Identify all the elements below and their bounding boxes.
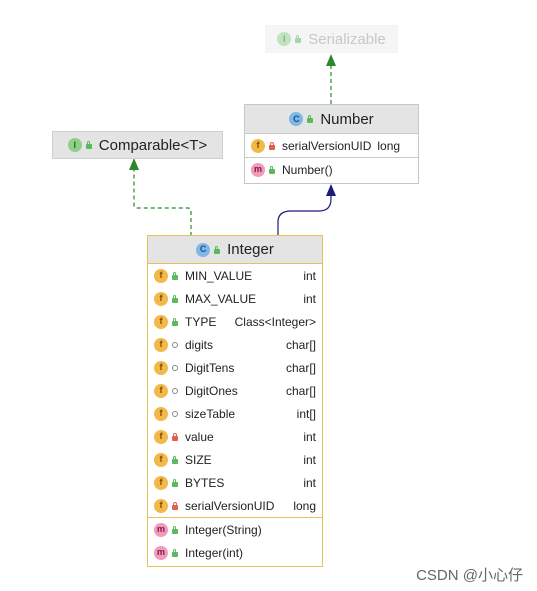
serializable-node[interactable]: I Serializable xyxy=(265,25,398,53)
comparable-node[interactable]: I Comparable<T> xyxy=(52,131,223,159)
field-name: SIZE xyxy=(185,452,212,467)
integer-field-row[interactable]: f DigitTens char[] xyxy=(148,356,322,379)
field-icon: f xyxy=(154,291,168,306)
field-name: sizeTable xyxy=(185,406,236,421)
field-type: int xyxy=(303,475,316,490)
method-icon: m xyxy=(154,522,168,537)
field-type: long xyxy=(377,138,401,153)
field-icon: f xyxy=(154,475,168,490)
serializable-name: Serializable xyxy=(308,30,386,48)
integer-field-row[interactable]: f sizeTable int[] xyxy=(148,402,322,425)
number-name: Number xyxy=(320,110,374,128)
integer-field-row[interactable]: f BYTES int xyxy=(148,471,322,494)
integer-field-row[interactable]: f digits char[] xyxy=(148,333,322,356)
number-node[interactable]: C Number f serialVersionUID long m Numbe… xyxy=(244,104,419,184)
private-visibility-icon xyxy=(171,501,179,510)
method-name: Integer(String) xyxy=(185,522,262,537)
package-visibility-icon xyxy=(171,364,179,372)
interface-icon: I xyxy=(277,32,292,46)
edge-integer-comparable xyxy=(133,170,192,236)
field-icon: f xyxy=(154,337,168,352)
field-icon: f xyxy=(154,406,168,421)
integer-field-row[interactable]: f MIN_VALUE int xyxy=(148,264,322,287)
field-type: long xyxy=(293,498,316,513)
field-icon: f xyxy=(154,498,168,513)
method-icon: m xyxy=(251,162,265,177)
package-visibility-icon xyxy=(171,410,179,418)
field-name: BYTES xyxy=(185,475,225,490)
integer-field-row[interactable]: f value int xyxy=(148,425,322,448)
field-type: char[] xyxy=(285,337,316,352)
field-icon: f xyxy=(154,268,168,283)
public-visibility-icon xyxy=(171,548,179,557)
method-name: Integer(int) xyxy=(185,545,244,560)
field-name: digits xyxy=(185,337,214,352)
public-visibility-icon xyxy=(171,478,179,487)
field-name: serialVersionUID xyxy=(185,498,275,513)
field-type: int xyxy=(303,452,316,467)
field-type: char[] xyxy=(285,360,316,375)
public-visibility-icon xyxy=(294,35,302,43)
edge-integer-number xyxy=(277,196,332,236)
field-name: value xyxy=(185,429,214,444)
integer-name: Integer xyxy=(227,241,274,258)
arrowhead-serializable xyxy=(326,54,336,66)
public-visibility-icon xyxy=(306,115,314,123)
number-field-row[interactable]: f serialVersionUID long xyxy=(245,134,418,157)
comparable-name: Comparable<T> xyxy=(98,136,208,154)
public-visibility-icon xyxy=(85,141,93,149)
field-type: int xyxy=(303,268,316,283)
field-type: int xyxy=(303,291,316,306)
arrowhead-number xyxy=(326,184,336,196)
public-visibility-icon xyxy=(171,271,179,280)
field-name: TYPE xyxy=(185,314,217,329)
field-name: MAX_VALUE xyxy=(185,291,257,306)
package-visibility-icon xyxy=(171,387,179,395)
field-type: Class<Integer> xyxy=(234,314,316,329)
public-visibility-icon xyxy=(171,525,179,534)
field-type: char[] xyxy=(285,383,316,398)
field-icon: f xyxy=(154,383,168,398)
package-visibility-icon xyxy=(171,341,179,349)
watermark: CSDN @小心仔 xyxy=(416,567,523,584)
integer-field-row[interactable]: f SIZE int xyxy=(148,448,322,471)
field-type: int xyxy=(303,429,316,444)
public-visibility-icon xyxy=(268,165,276,174)
field-icon: f xyxy=(154,314,168,329)
method-name: Number() xyxy=(282,162,333,177)
public-visibility-icon xyxy=(171,294,179,303)
arrowhead-comparable xyxy=(129,158,139,170)
field-name: DigitOnes xyxy=(185,383,238,398)
public-visibility-icon xyxy=(171,455,179,464)
field-name: DigitTens xyxy=(185,360,235,375)
field-icon: f xyxy=(154,360,168,375)
private-visibility-icon xyxy=(171,432,179,441)
private-visibility-icon xyxy=(268,141,276,150)
field-type: int[] xyxy=(296,406,316,421)
field-icon: f xyxy=(154,452,168,467)
integer-field-row[interactable]: f serialVersionUID long xyxy=(148,494,322,517)
class-icon: C xyxy=(196,242,211,257)
field-icon: f xyxy=(154,429,168,444)
field-name: serialVersionUID xyxy=(282,138,372,153)
method-icon: m xyxy=(154,545,168,560)
abstract-class-icon: C xyxy=(289,112,304,126)
integer-field-row[interactable]: f TYPE Class<Integer> xyxy=(148,310,322,333)
number-method-row[interactable]: m Number() xyxy=(245,158,418,181)
integer-method-row[interactable]: m Integer(String) xyxy=(148,518,322,541)
field-icon: f xyxy=(251,138,265,153)
integer-method-row[interactable]: m Integer(int) xyxy=(148,541,322,564)
integer-field-row[interactable]: f MAX_VALUE int xyxy=(148,287,322,310)
integer-field-row[interactable]: f DigitOnes char[] xyxy=(148,379,322,402)
public-visibility-icon xyxy=(171,317,179,326)
public-visibility-icon xyxy=(213,245,221,254)
field-name: MIN_VALUE xyxy=(185,268,253,283)
interface-icon: I xyxy=(67,138,82,152)
